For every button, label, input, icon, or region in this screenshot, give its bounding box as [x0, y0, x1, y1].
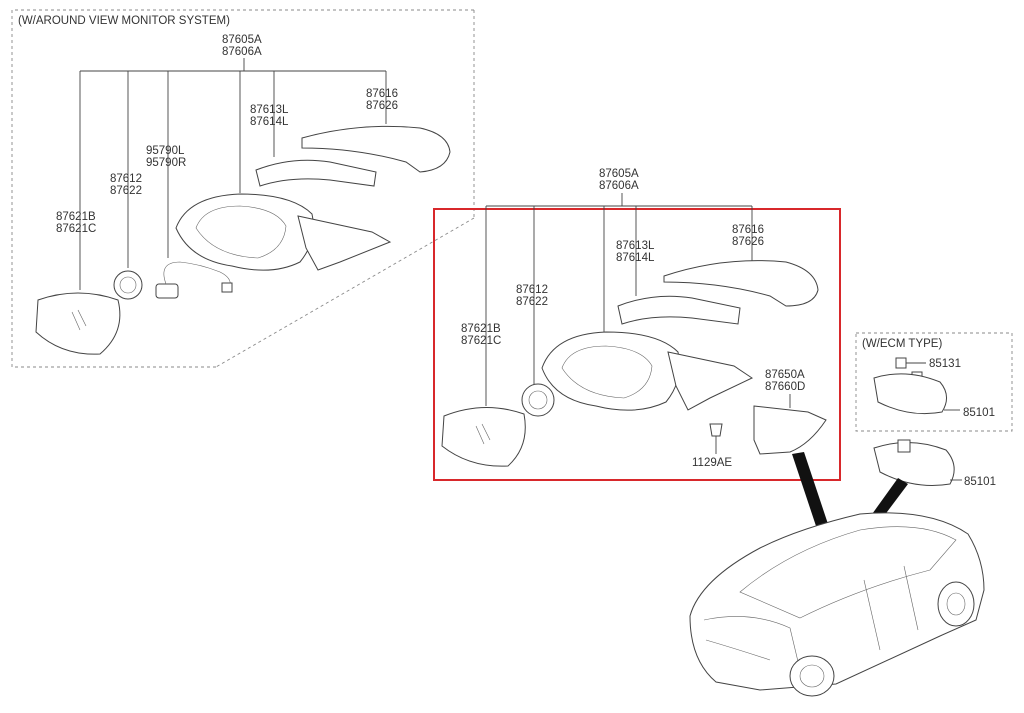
main-mirror-glass — [441, 407, 526, 467]
around-view-title: (W/AROUND VIEW MONITOR SYSTEM) — [18, 15, 230, 27]
av-lamp-label-a: 87613L — [250, 104, 289, 116]
av-actuator — [113, 270, 143, 300]
main-actuator-label-a: 87612 — [516, 284, 548, 296]
main-lamp-label-a: 87613L — [616, 240, 655, 252]
av-actuator-label-b: 87622 — [110, 185, 142, 197]
main-assy-label-a: 87605A — [599, 168, 639, 180]
inner-mirror — [873, 441, 955, 486]
pointer-to-side-mirror — [792, 452, 830, 532]
main-cover-label-b: 87626 — [732, 236, 764, 248]
av-assy-label-a: 87605A — [222, 34, 262, 46]
ecm-clip — [895, 357, 907, 369]
main-actuator-label-b: 87622 — [516, 296, 548, 308]
main-actuator — [521, 383, 555, 417]
main-trim-label-a: 87650A — [765, 369, 805, 381]
av-mirror-bracket — [297, 215, 392, 271]
av-assy-label-b: 87606A — [222, 46, 262, 58]
highlight-box — [433, 208, 841, 481]
av-camera — [155, 283, 179, 299]
ecm-mirror-label: 85101 — [963, 407, 995, 419]
av-cover-label-a: 87616 — [366, 88, 398, 100]
main-mirror-trim — [753, 405, 827, 455]
av-glass-label-a: 87621B — [56, 211, 96, 223]
av-mirror-cover — [301, 125, 451, 173]
av-camera-label-b: 95790R — [146, 157, 186, 169]
main-panel: 87605A 87606A 87616 87626 87613L 87614L … — [433, 168, 841, 481]
main-assy-label-b: 87606A — [599, 180, 639, 192]
ecm-panel: (W/ECM TYPE) 85131 85101 — [855, 332, 1013, 432]
main-cover-label-a: 87616 — [732, 224, 764, 236]
around-view-panel: (W/AROUND VIEW MONITOR SYSTEM) 87605A 87… — [11, 9, 475, 368]
av-camera-label-a: 95790L — [146, 145, 185, 157]
main-mirror-bracket — [667, 351, 754, 411]
main-trim-label-b: 87660D — [765, 381, 805, 393]
av-lamp-label-b: 87614L — [250, 116, 289, 128]
av-cover-label-b: 87626 — [366, 100, 398, 112]
inner-mirror-label: 85101 — [964, 476, 996, 488]
ecm-clip-label: 85131 — [929, 358, 961, 370]
main-mirror-cover — [663, 260, 819, 307]
ecm-title: (W/ECM TYPE) — [862, 338, 942, 350]
av-side-lamp — [255, 159, 377, 187]
main-glass-label-a: 87621B — [461, 323, 501, 335]
av-mirror-housing — [175, 193, 314, 271]
main-screw — [709, 423, 723, 437]
main-mirror-housing — [541, 331, 680, 411]
inner-mirror-group: 85101 — [873, 439, 996, 488]
main-side-lamp — [617, 295, 741, 325]
av-actuator-label-a: 87612 — [110, 173, 142, 185]
av-mirror-glass — [35, 292, 121, 355]
main-lamp-label-b: 87614L — [616, 252, 655, 264]
av-glass-label-b: 87621C — [56, 223, 96, 235]
ecm-inner-mirror — [873, 373, 947, 415]
car-illustration — [689, 512, 985, 697]
main-screw-label: 1129AE — [692, 457, 732, 469]
main-glass-label-b: 87621C — [461, 335, 501, 347]
